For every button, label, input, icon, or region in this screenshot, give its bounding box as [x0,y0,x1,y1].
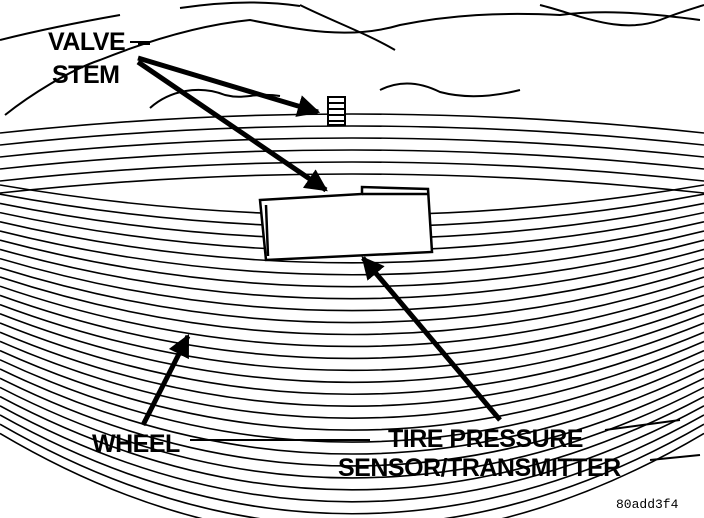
rim-arc [0,125,704,146]
rim-arc [0,313,704,384]
tire-outline [0,1,704,116]
rim-arc [0,137,704,158]
rim-arc [0,331,704,407]
rim-arc [0,423,704,518]
rim-arc [0,221,704,264]
rim-arc [0,173,704,194]
rim-arc [0,230,704,276]
rim-arc [0,349,704,431]
rim-arc [0,294,704,360]
tire-pressure-label: TIRE PRESSURE [388,425,583,453]
rim-arc [0,368,704,455]
valve-label: VALVE [48,28,126,56]
sensor-transmitter-label: SENSOR/TRANSMITTER [338,454,621,482]
rim-arc [0,149,704,170]
wheel-label: WHEEL [92,430,180,458]
rim-arc [0,405,704,503]
rim-arc [0,395,704,491]
rim-arc [0,267,704,324]
rim-arc [0,414,704,515]
rim-arc [0,248,704,300]
rim-arc [0,377,704,467]
rim-arc [0,322,704,396]
rim-arc [0,276,704,336]
rim-arc [0,303,704,372]
valve-stem-shape [327,96,346,126]
sensor-transmitter-shape [258,185,434,262]
leader-lines [130,41,701,461]
rim-arc [0,359,704,443]
rim-arc [0,257,704,312]
rim-arc [0,386,704,479]
rim-arc [0,113,704,134]
figure-code: 80add3f4 [616,497,679,512]
rim-arc [0,161,704,182]
rim-arc [0,340,704,419]
rim-arc [0,432,704,518]
rim-arc [0,285,704,348]
rim-arc [0,239,704,288]
stem-label: STEM [52,61,120,89]
